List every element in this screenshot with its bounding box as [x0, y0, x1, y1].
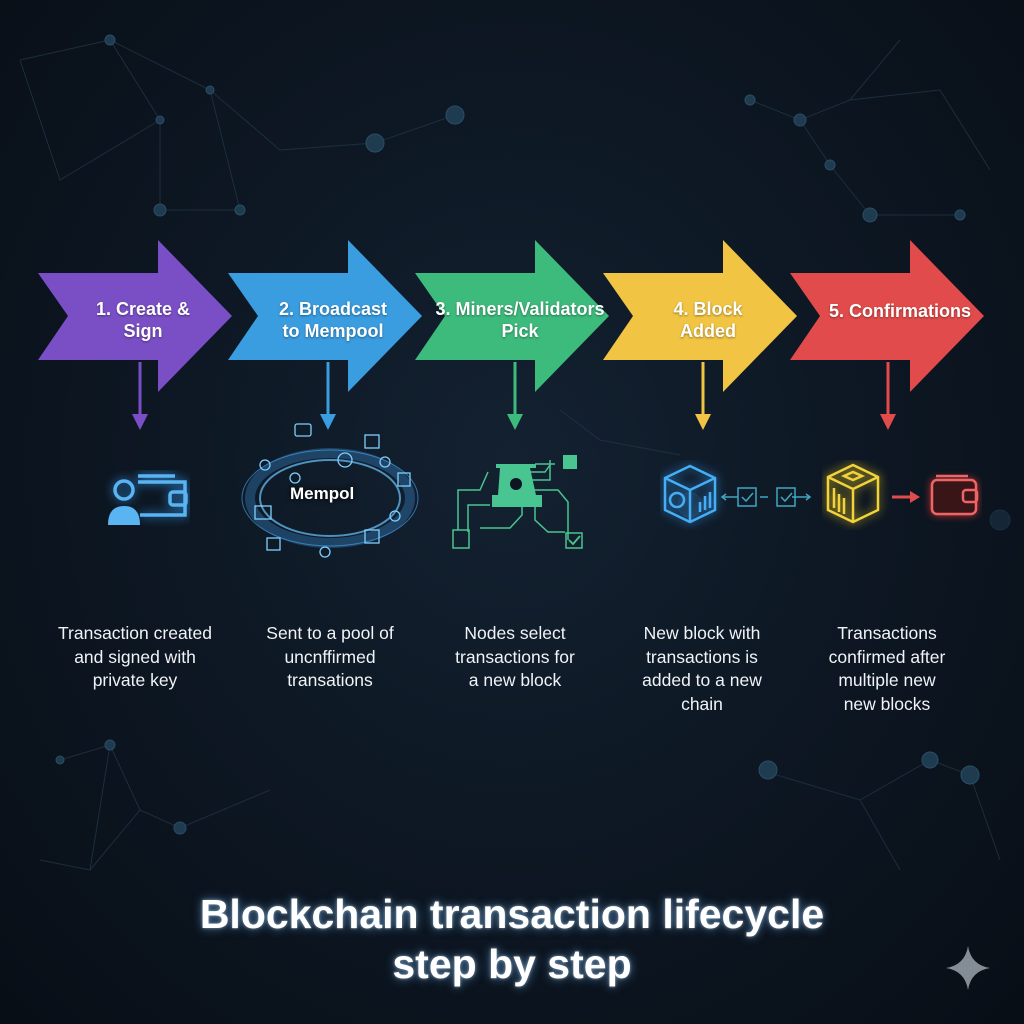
description-line: confirmed after: [828, 646, 946, 667]
description-line: and signed with: [74, 646, 196, 667]
description-line: private key: [92, 670, 178, 690]
description-line: transactions for: [455, 646, 575, 667]
confirmed-block-wallet-icon: [826, 463, 979, 524]
description-line: Transaction created: [57, 623, 212, 643]
arrow-shape: [603, 240, 797, 392]
description-line: transactions is: [646, 646, 758, 667]
down-arrow-icon: [695, 362, 711, 430]
step-label-line: 4. Block: [673, 299, 743, 319]
down-arrow-icon: [320, 362, 336, 430]
title-line-1: Blockchain transaction lifecycle: [199, 891, 825, 937]
step-label-line: 1. Create &: [95, 299, 191, 319]
step-label-line: 3. Miners/Validators: [435, 299, 605, 319]
step-5-arrow: 5. Confirmations: [790, 238, 990, 398]
step-1-description: Transaction created and signed with priv…: [45, 622, 225, 693]
description-line: chain: [681, 693, 723, 714]
arrow-shape: [228, 240, 422, 392]
mempool-label: Mempol: [290, 484, 355, 503]
sparkle-icon: [946, 946, 990, 990]
arrow-shape: [38, 240, 232, 392]
step-label-line: to Mempool: [282, 321, 384, 341]
description-line: new blocks: [843, 693, 931, 714]
down-arrow-icon: [507, 362, 523, 430]
description-line: transations: [287, 670, 373, 690]
step-label: 5. Confirmations: [810, 300, 990, 322]
step-label-line: 5. Confirmations: [828, 301, 971, 321]
step-label-line: Sign: [123, 321, 163, 341]
description-line: Sent to a pool of: [266, 623, 394, 643]
miner-machine-icon: [452, 455, 583, 549]
description-line: uncnffirmed: [284, 646, 376, 667]
description-line: multiple new: [838, 670, 936, 690]
step-label-line: Added: [680, 321, 736, 341]
step-label: 1. Create &Sign: [58, 298, 228, 342]
description-line: Transactions: [837, 623, 937, 643]
arrow-shape: [415, 240, 609, 392]
description-line: New block with: [643, 623, 761, 643]
step-5-description: Transactions confirmed after multiple ne…: [797, 622, 977, 716]
title-line-2: step by step: [392, 941, 632, 987]
step-label-line: Pick: [501, 321, 539, 341]
step-2-description: Sent to a pool of uncnffirmed transation…: [240, 622, 420, 693]
user-wallet-icon: [108, 474, 188, 525]
step-1-arrow: 1. Create &Sign: [38, 238, 238, 398]
step-3-description: Nodes select transactions for a new bloc…: [425, 622, 605, 693]
description-line: added to a new: [642, 670, 762, 690]
description-line: Nodes select: [464, 623, 566, 643]
step-4-description: New block with transactions is added to …: [612, 622, 792, 716]
down-arrow-icon: [880, 362, 896, 430]
block-chain-icon: [663, 464, 812, 524]
arrow-shape: [790, 240, 984, 392]
mempool-cloud-icon: [241, 423, 419, 558]
description-line: a new block: [468, 670, 562, 690]
step-label-line: 2. Broadcast: [278, 299, 388, 319]
down-arrow-icon: [132, 362, 148, 430]
